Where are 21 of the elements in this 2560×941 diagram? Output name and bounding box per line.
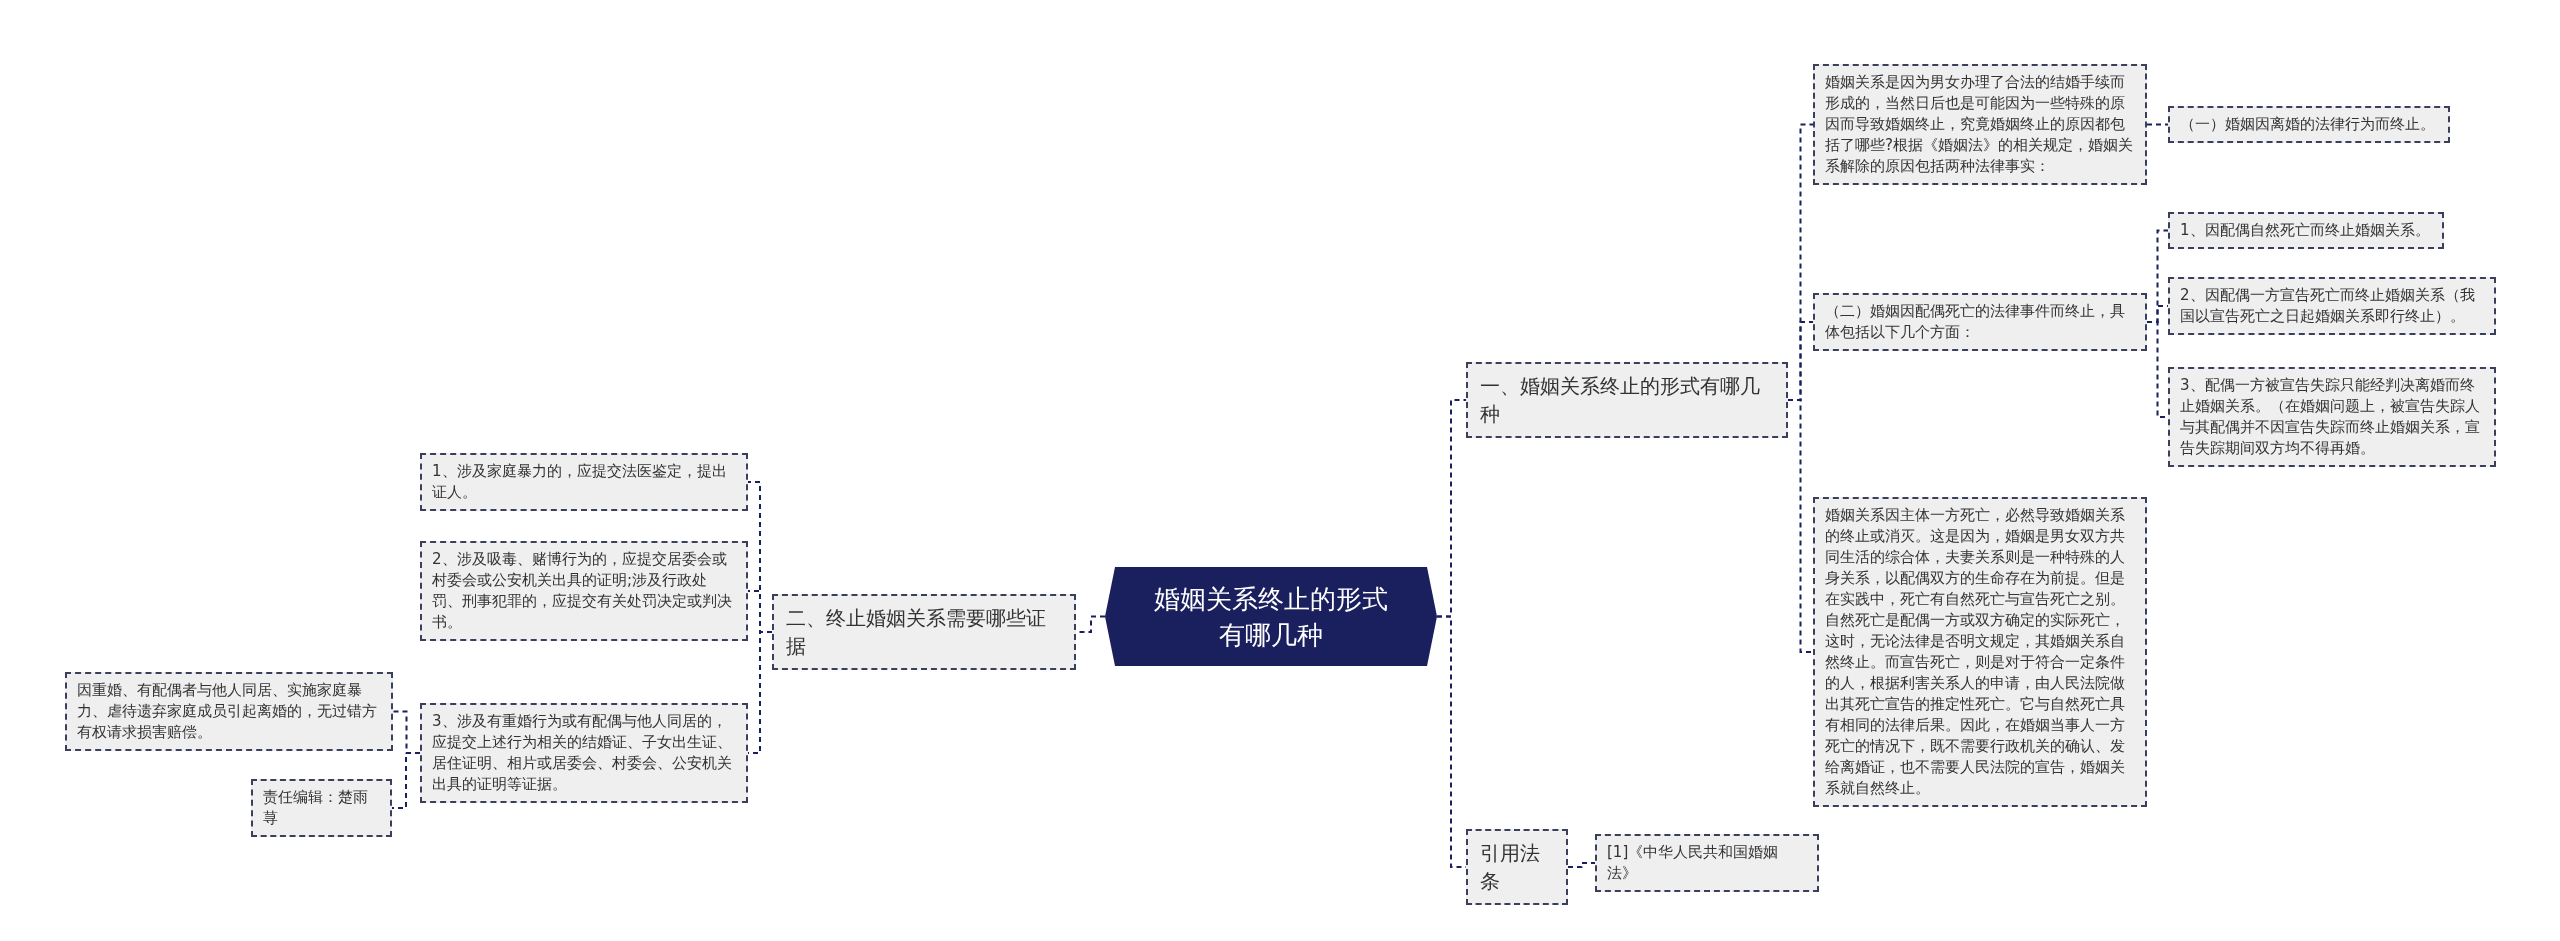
- topic-box: 责任编辑：楚雨荨: [251, 779, 392, 837]
- topic-box: 婚姻关系是因为男女办理了合法的结婚手续而形成的，当然日后也是可能因为一些特殊的原因而导致婚姻终止，究竟婚姻终止的原因都包括了哪些?根据《婚姻法》的相关规定，婚姻关系解除的原因包括两种法律事实：: [1813, 64, 2147, 185]
- topic-box: 2、因配偶一方宣告死亡而终止婚姻关系（我国以宣告死亡之日起婚姻关系即行终止）。: [2168, 277, 2496, 335]
- topic-box: 二、终止婚姻关系需要哪些证据: [772, 594, 1076, 670]
- topic-box: 3、涉及有重婚行为或有配偶与他人同居的，应提交上述行为相关的结婚证、子女出生证、居住证明、相片或居委会、村委会、公安机关出具的证明等证据。: [420, 703, 748, 803]
- connector-line: [391, 752, 421, 809]
- topic-box: 3、配偶一方被宣告失踪只能经判决离婚而终止婚姻关系。（在婚姻问题上，被宣告失踪人与其配偶并不因宣告失踪而终止婚姻关系，宣告失踪期间双方均不得再婚。: [2168, 367, 2496, 467]
- connector-line: [1787, 399, 1814, 653]
- topic-box: 一、婚姻关系终止的形式有哪几种: [1466, 362, 1788, 438]
- topic-box: 2、涉及吸毒、赌博行为的，应提交居委会或村委会或公安机关出具的证明;涉及行政处罚、刑事犯罪的，应提交有关处罚决定或判决书。: [420, 541, 748, 641]
- topic-box: 1、因配偶自然死亡而终止婚姻关系。: [2168, 212, 2444, 249]
- connector-line: [2146, 123, 2169, 126]
- topic-box: （二）婚姻因配偶死亡的法律事件而终止，具体包括以下几个方面：: [1813, 293, 2147, 351]
- topic-box: [1]《中华人民共和国婚姻法》: [1595, 834, 1819, 892]
- topic-box: 1、涉及家庭暴力的，应提交法医鉴定，提出证人。: [420, 453, 748, 511]
- topic-box: （一）婚姻因离婚的法律行为而终止。: [2168, 106, 2450, 143]
- central-topic: 婚姻关系终止的形式有哪几种: [1105, 567, 1437, 666]
- topic-box: 引用法条: [1466, 829, 1568, 905]
- connector-line: [1567, 862, 1596, 868]
- topic-box: 婚姻关系因主体一方死亡，必然导致婚姻关系的终止或消灭。这是因为，婚姻是男女双方共同生活的综合体，夫妻关系则是一种特殊的人身关系，以配偶双方的生命存在为前提。但是在实践中，死亡有自然死亡与宣告死亡之别。自然死亡是配偶一方或双方确定的实际死亡，这时，无论法律是否明文规定，其婚姻关系自然终止。而宣告死亡，则是对于符合一定条件的人，根据利害关系人的申请，由人民法院做出其死亡宣告的推定性死亡。它与自然死亡具有相同的法律后果。因此，在婚姻当事人一方死亡的情况下，既不需要行政机关的确认、发给离婚证，也不需要人民法院的宣告，婚姻关系就自然终止。: [1813, 497, 2147, 807]
- topic-box: 因重婚、有配偶者与他人同居、实施家庭暴力、虐待遗弃家庭成员引起离婚的，无过错方有权请求损害赔偿。: [65, 672, 393, 751]
